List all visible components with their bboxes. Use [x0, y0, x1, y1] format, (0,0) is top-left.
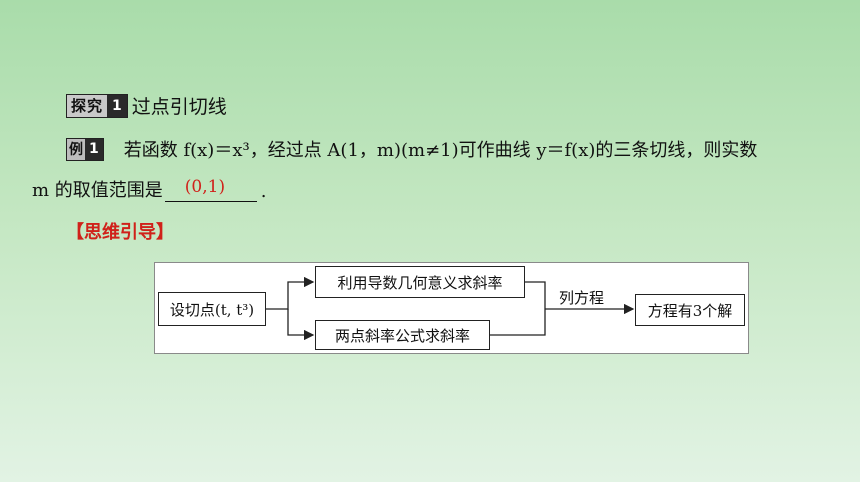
flow-node-start: 设切点(t, t³) [158, 292, 266, 326]
section-heading: 探究 1 过点引切线 [66, 92, 227, 119]
problem-text: 若函数 f(x)＝x³，经过点 A(1，m)(m≠1)可作曲线 y＝f(x)的三… [123, 140, 758, 161]
section-badge-text: 探究 [71, 97, 104, 115]
connector-start-bottom [287, 309, 315, 341]
example-badge-number: 1 [85, 138, 103, 160]
flowchart: 设切点(t, t³) 利用导数几何意义求斜率 两点斜率公式求斜率 列方程 方程有… [154, 262, 749, 354]
flow-edge-label: 列方程 [559, 289, 605, 307]
example-badge: 例 1 [66, 137, 104, 161]
answer-line: m 的取值范围是 (0,1) . [32, 176, 267, 202]
flowchart-connectors [266, 276, 635, 341]
answer-blank: (0,1) [164, 177, 257, 202]
problem-continuation: m 的取值范围是 [32, 180, 163, 201]
connector-top-merge [525, 281, 546, 309]
flow-node-derivative: 利用导数几何意义求斜率 [315, 266, 525, 298]
section-title: 过点引切线 [131, 96, 227, 118]
connector-start-top [266, 276, 315, 310]
connector-bottom-merge [490, 309, 546, 336]
section-badge-number: 1 [107, 94, 127, 117]
answer-value: (0,1) [184, 177, 226, 197]
section-badge: 探究 1 [66, 93, 128, 118]
example-line: 例 1 若函数 f(x)＝x³，经过点 A(1，m)(m≠1)可作曲线 y＝f(… [66, 136, 757, 162]
flow-node-two-point: 两点斜率公式求斜率 [315, 320, 490, 350]
flow-node-end: 方程有3个解 [635, 294, 745, 326]
end-mark: . [260, 181, 267, 202]
hint-label: 【思维引导】 [66, 222, 174, 243]
example-badge-text: 例 [67, 138, 85, 160]
